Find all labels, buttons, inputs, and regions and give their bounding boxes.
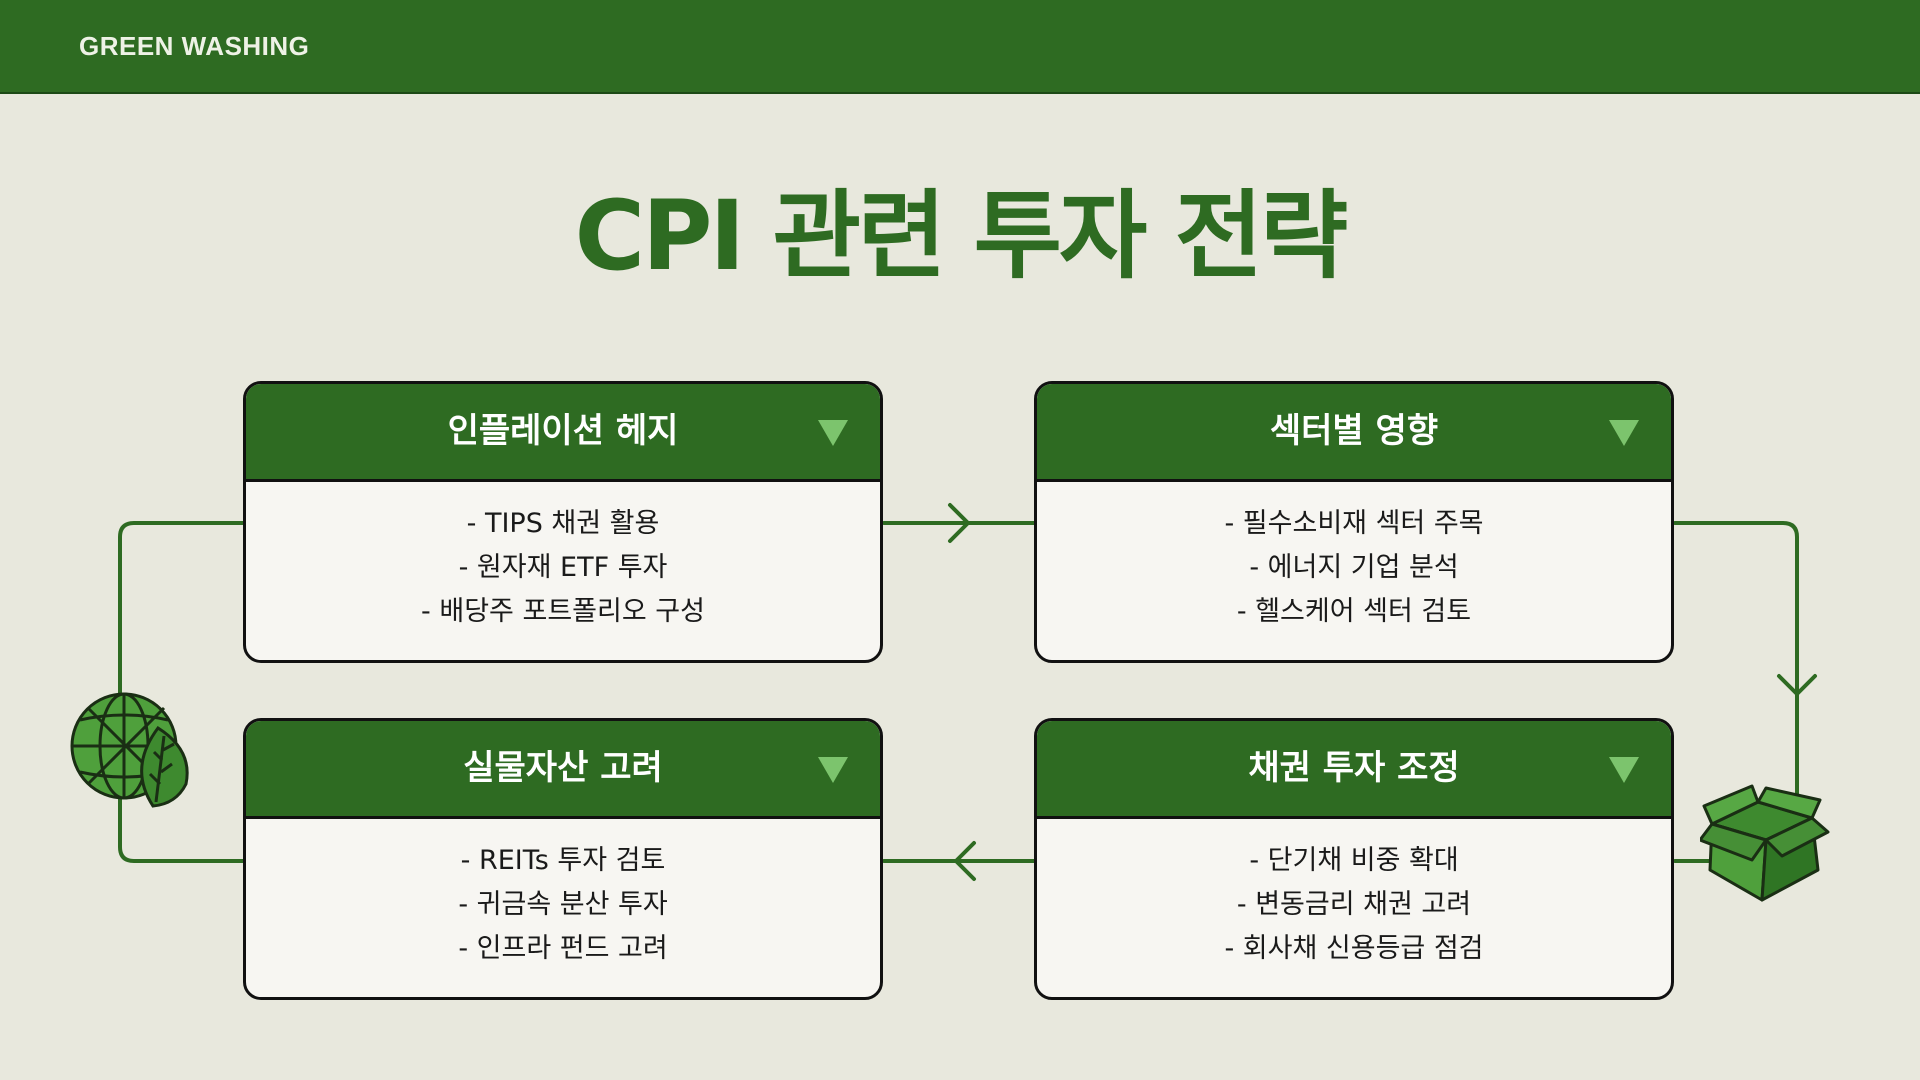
card-title: 인플레이션 헤지 <box>447 411 679 451</box>
card-item: - 변동금리 채권 고려 <box>1236 889 1472 920</box>
card-item: - 인프라 펀드 고려 <box>458 933 668 964</box>
card-inflation-hedge: 인플레이션 헤지 - TIPS 채권 활용 - 원자재 ETF 투자 - 배당주… <box>243 381 883 663</box>
triangle-down-icon[interactable] <box>1609 757 1639 783</box>
triangle-down-icon[interactable] <box>818 757 848 783</box>
arrowhead-icon <box>954 841 976 881</box>
card-item: - 회사채 신용등급 점검 <box>1224 933 1484 964</box>
globe-leaf-icon <box>70 692 189 808</box>
open-box-icon <box>1700 784 1830 902</box>
card-header: 실물자산 고려 <box>246 721 880 819</box>
card-item: - 배당주 포트폴리오 구성 <box>421 596 705 627</box>
card-body: - 필수소비재 섹터 주목 - 에너지 기업 분석 - 헬스케어 섹터 검토 <box>1037 482 1671 634</box>
connector-line-left <box>118 521 247 863</box>
card-bond-adjustment: 채권 투자 조정 - 단기채 비중 확대 - 변동금리 채권 고려 - 회사채 … <box>1034 718 1674 1000</box>
card-body: - REITs 투자 검토 - 귀금속 분산 투자 - 인프라 펀드 고려 <box>246 819 880 971</box>
card-title: 실물자산 고려 <box>463 748 663 788</box>
card-item: - REITs 투자 검토 <box>460 845 666 876</box>
card-title: 채권 투자 조정 <box>1248 748 1460 788</box>
brand-label: GREEN WASHING <box>79 31 310 61</box>
card-body: - TIPS 채권 활용 - 원자재 ETF 투자 - 배당주 포트폴리오 구성 <box>246 482 880 634</box>
arrowhead-icon <box>1777 674 1817 696</box>
card-item: - 원자재 ETF 투자 <box>458 552 668 583</box>
connector-line-right <box>1673 521 1799 802</box>
card-header: 섹터별 영향 <box>1037 384 1671 482</box>
top-bar: GREEN WASHING <box>0 0 1920 94</box>
triangle-down-icon[interactable] <box>1609 420 1639 446</box>
card-item: - 단기채 비중 확대 <box>1249 845 1459 876</box>
card-header: 인플레이션 헤지 <box>246 384 880 482</box>
card-title: 섹터별 영향 <box>1269 411 1439 451</box>
arrowhead-icon <box>948 503 970 543</box>
page-title: CPI 관련 투자 전략 <box>574 180 1349 292</box>
card-item: - 귀금속 분산 투자 <box>458 889 668 920</box>
card-body: - 단기채 비중 확대 - 변동금리 채권 고려 - 회사채 신용등급 점검 <box>1037 819 1671 971</box>
card-item: - 필수소비재 섹터 주목 <box>1224 508 1484 539</box>
card-item: - 에너지 기업 분석 <box>1249 552 1459 583</box>
card-item: - 헬스케어 섹터 검토 <box>1236 596 1472 627</box>
card-item: - TIPS 채권 활용 <box>466 508 660 539</box>
triangle-down-icon[interactable] <box>818 420 848 446</box>
card-header: 채권 투자 조정 <box>1037 721 1671 819</box>
card-sector-impact: 섹터별 영향 - 필수소비재 섹터 주목 - 에너지 기업 분석 - 헬스케어 … <box>1034 381 1674 663</box>
card-real-assets: 실물자산 고려 - REITs 투자 검토 - 귀금속 분산 투자 - 인프라 … <box>243 718 883 1000</box>
